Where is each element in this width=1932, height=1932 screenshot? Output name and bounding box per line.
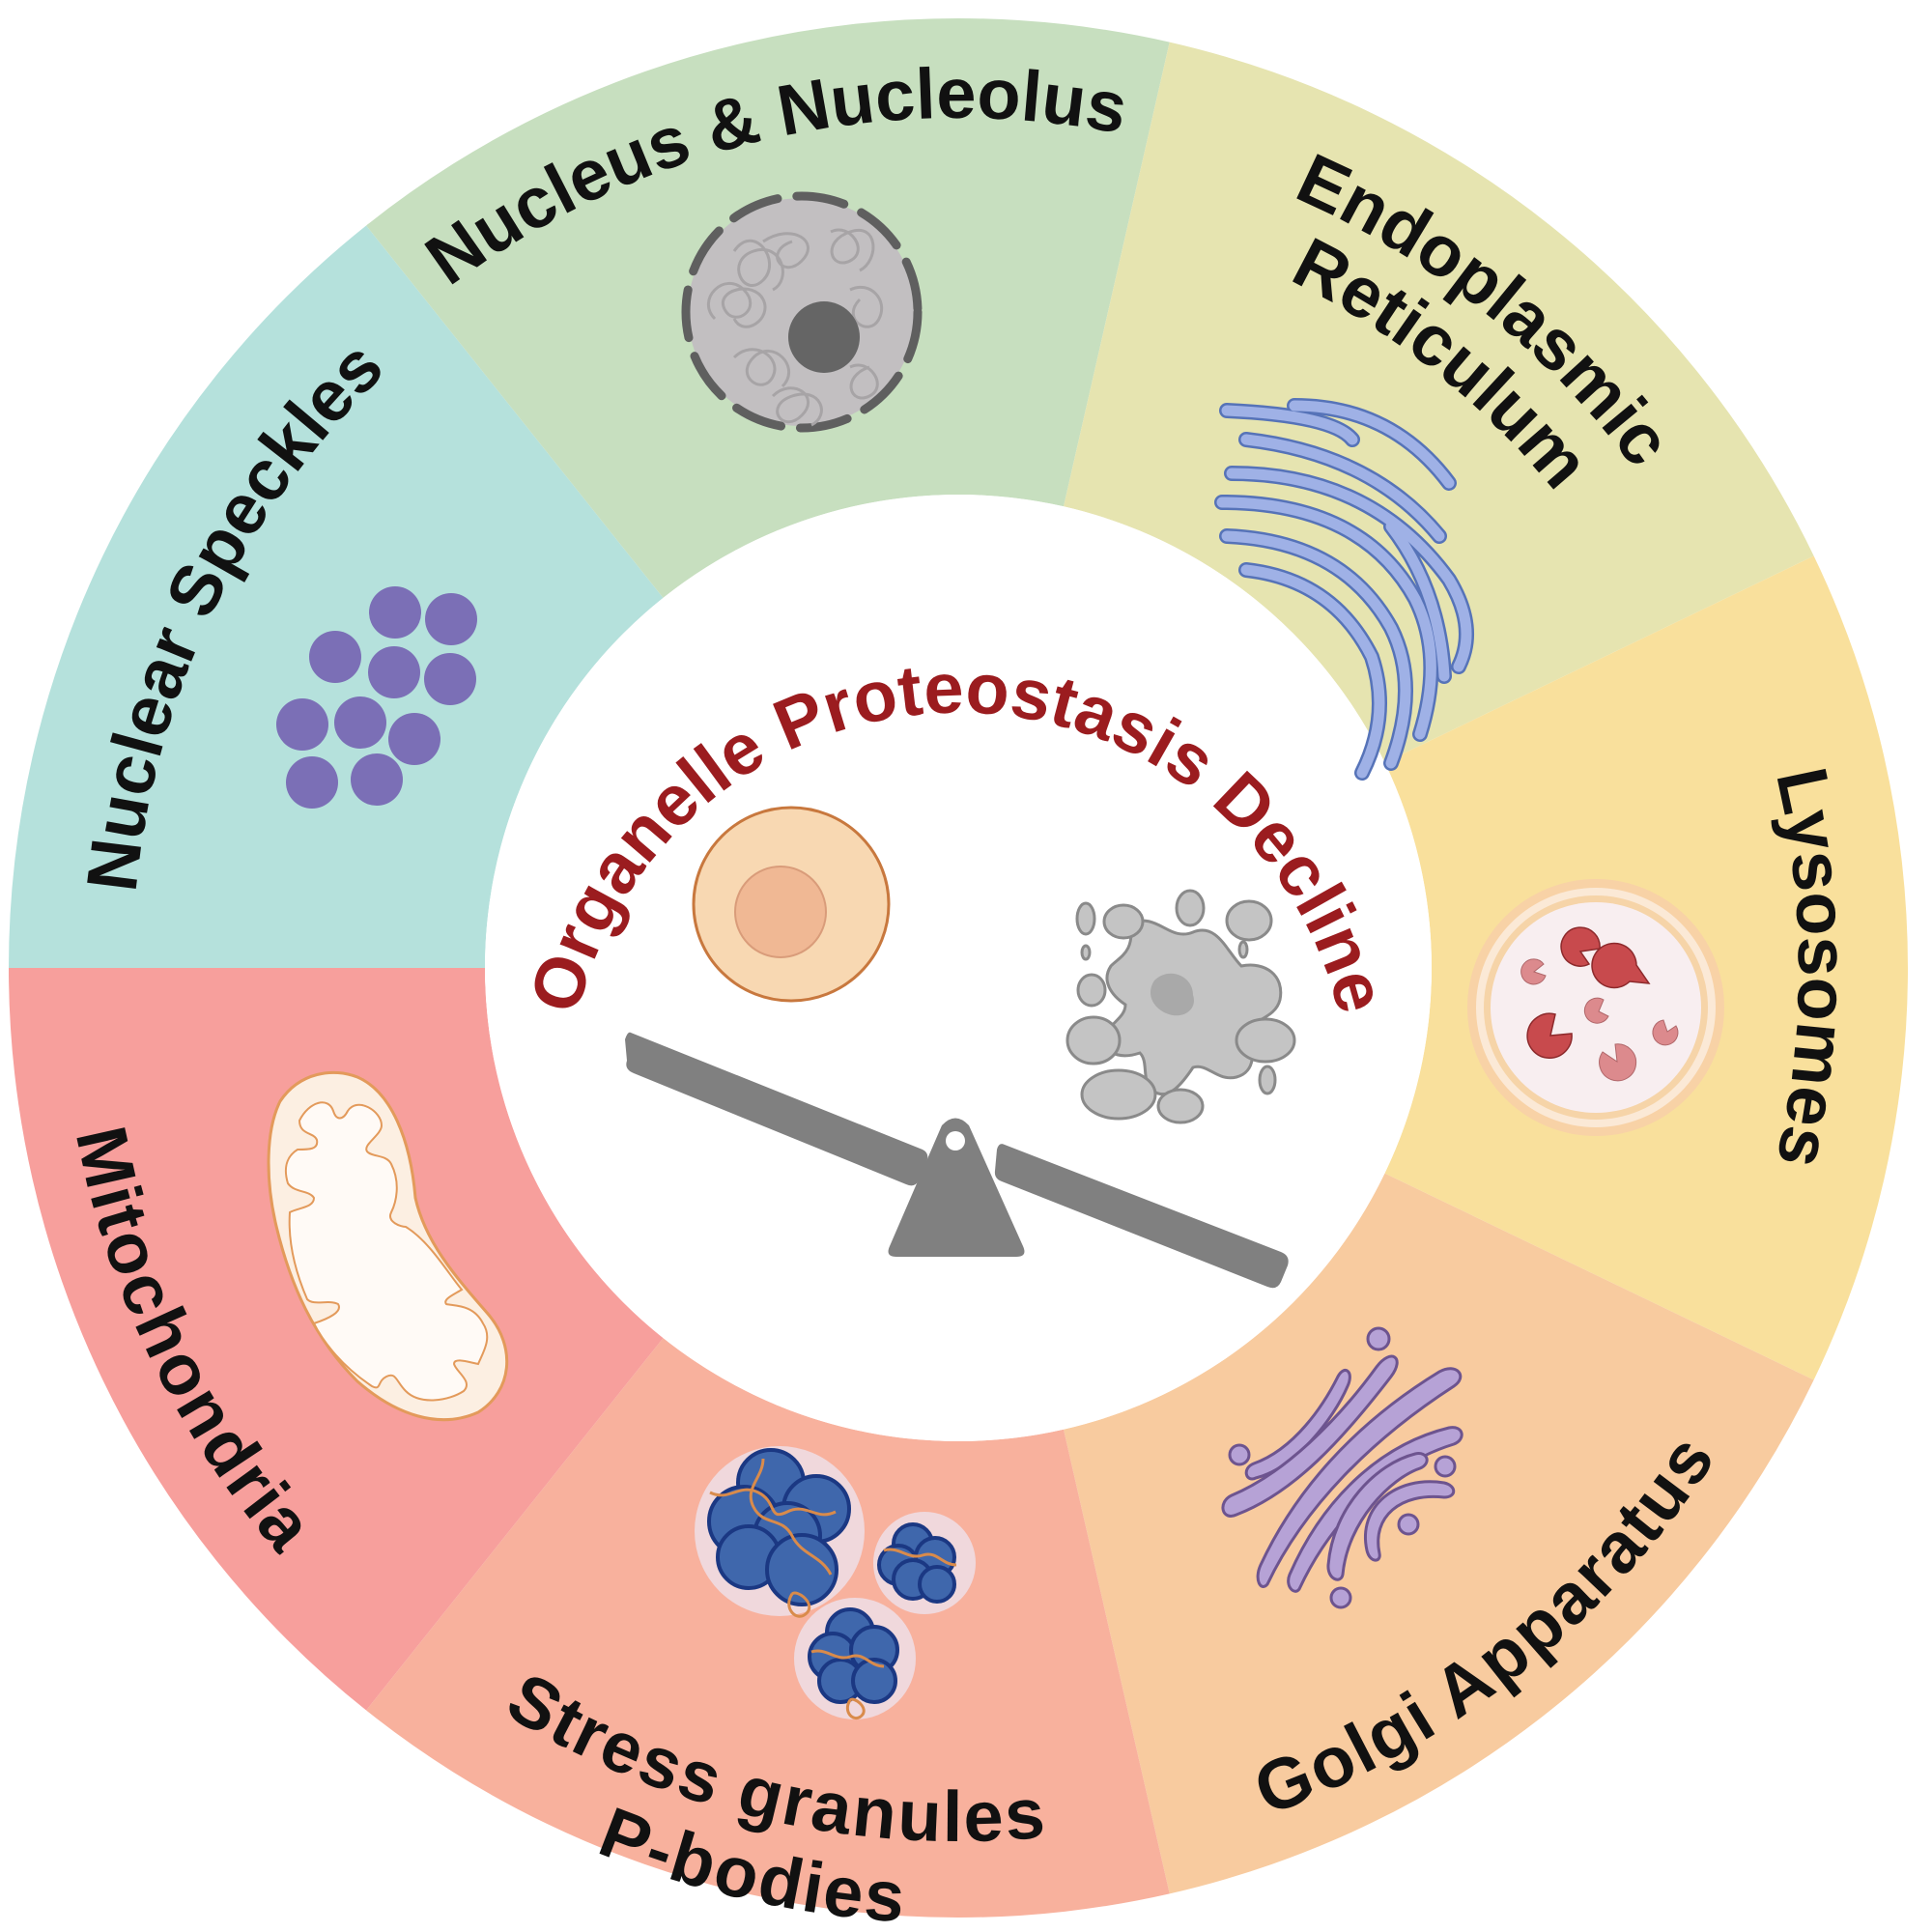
healthy-cell-icon — [692, 806, 891, 1003]
mitochondria-icon — [267, 1070, 509, 1422]
segment-er — [1064, 42, 1814, 763]
lysosome-icon — [1467, 879, 1724, 1136]
nucleus-icon — [681, 191, 923, 433]
golgi-icon — [1221, 1326, 1463, 1609]
segment-golgi — [1064, 1173, 1814, 1894]
endoplasmic-reticulum-icon — [1214, 398, 1474, 781]
stress-granules-icon — [695, 1446, 976, 1720]
center-disc — [485, 495, 1432, 1441]
segment-stress-granules — [366, 1338, 1170, 1918]
balance-seesaw-icon — [625, 1032, 1289, 1289]
segment-nuclear-speckles — [9, 225, 664, 968]
damaged-cell-icon — [1065, 889, 1296, 1124]
nuclear-speckles-icon — [276, 586, 477, 809]
